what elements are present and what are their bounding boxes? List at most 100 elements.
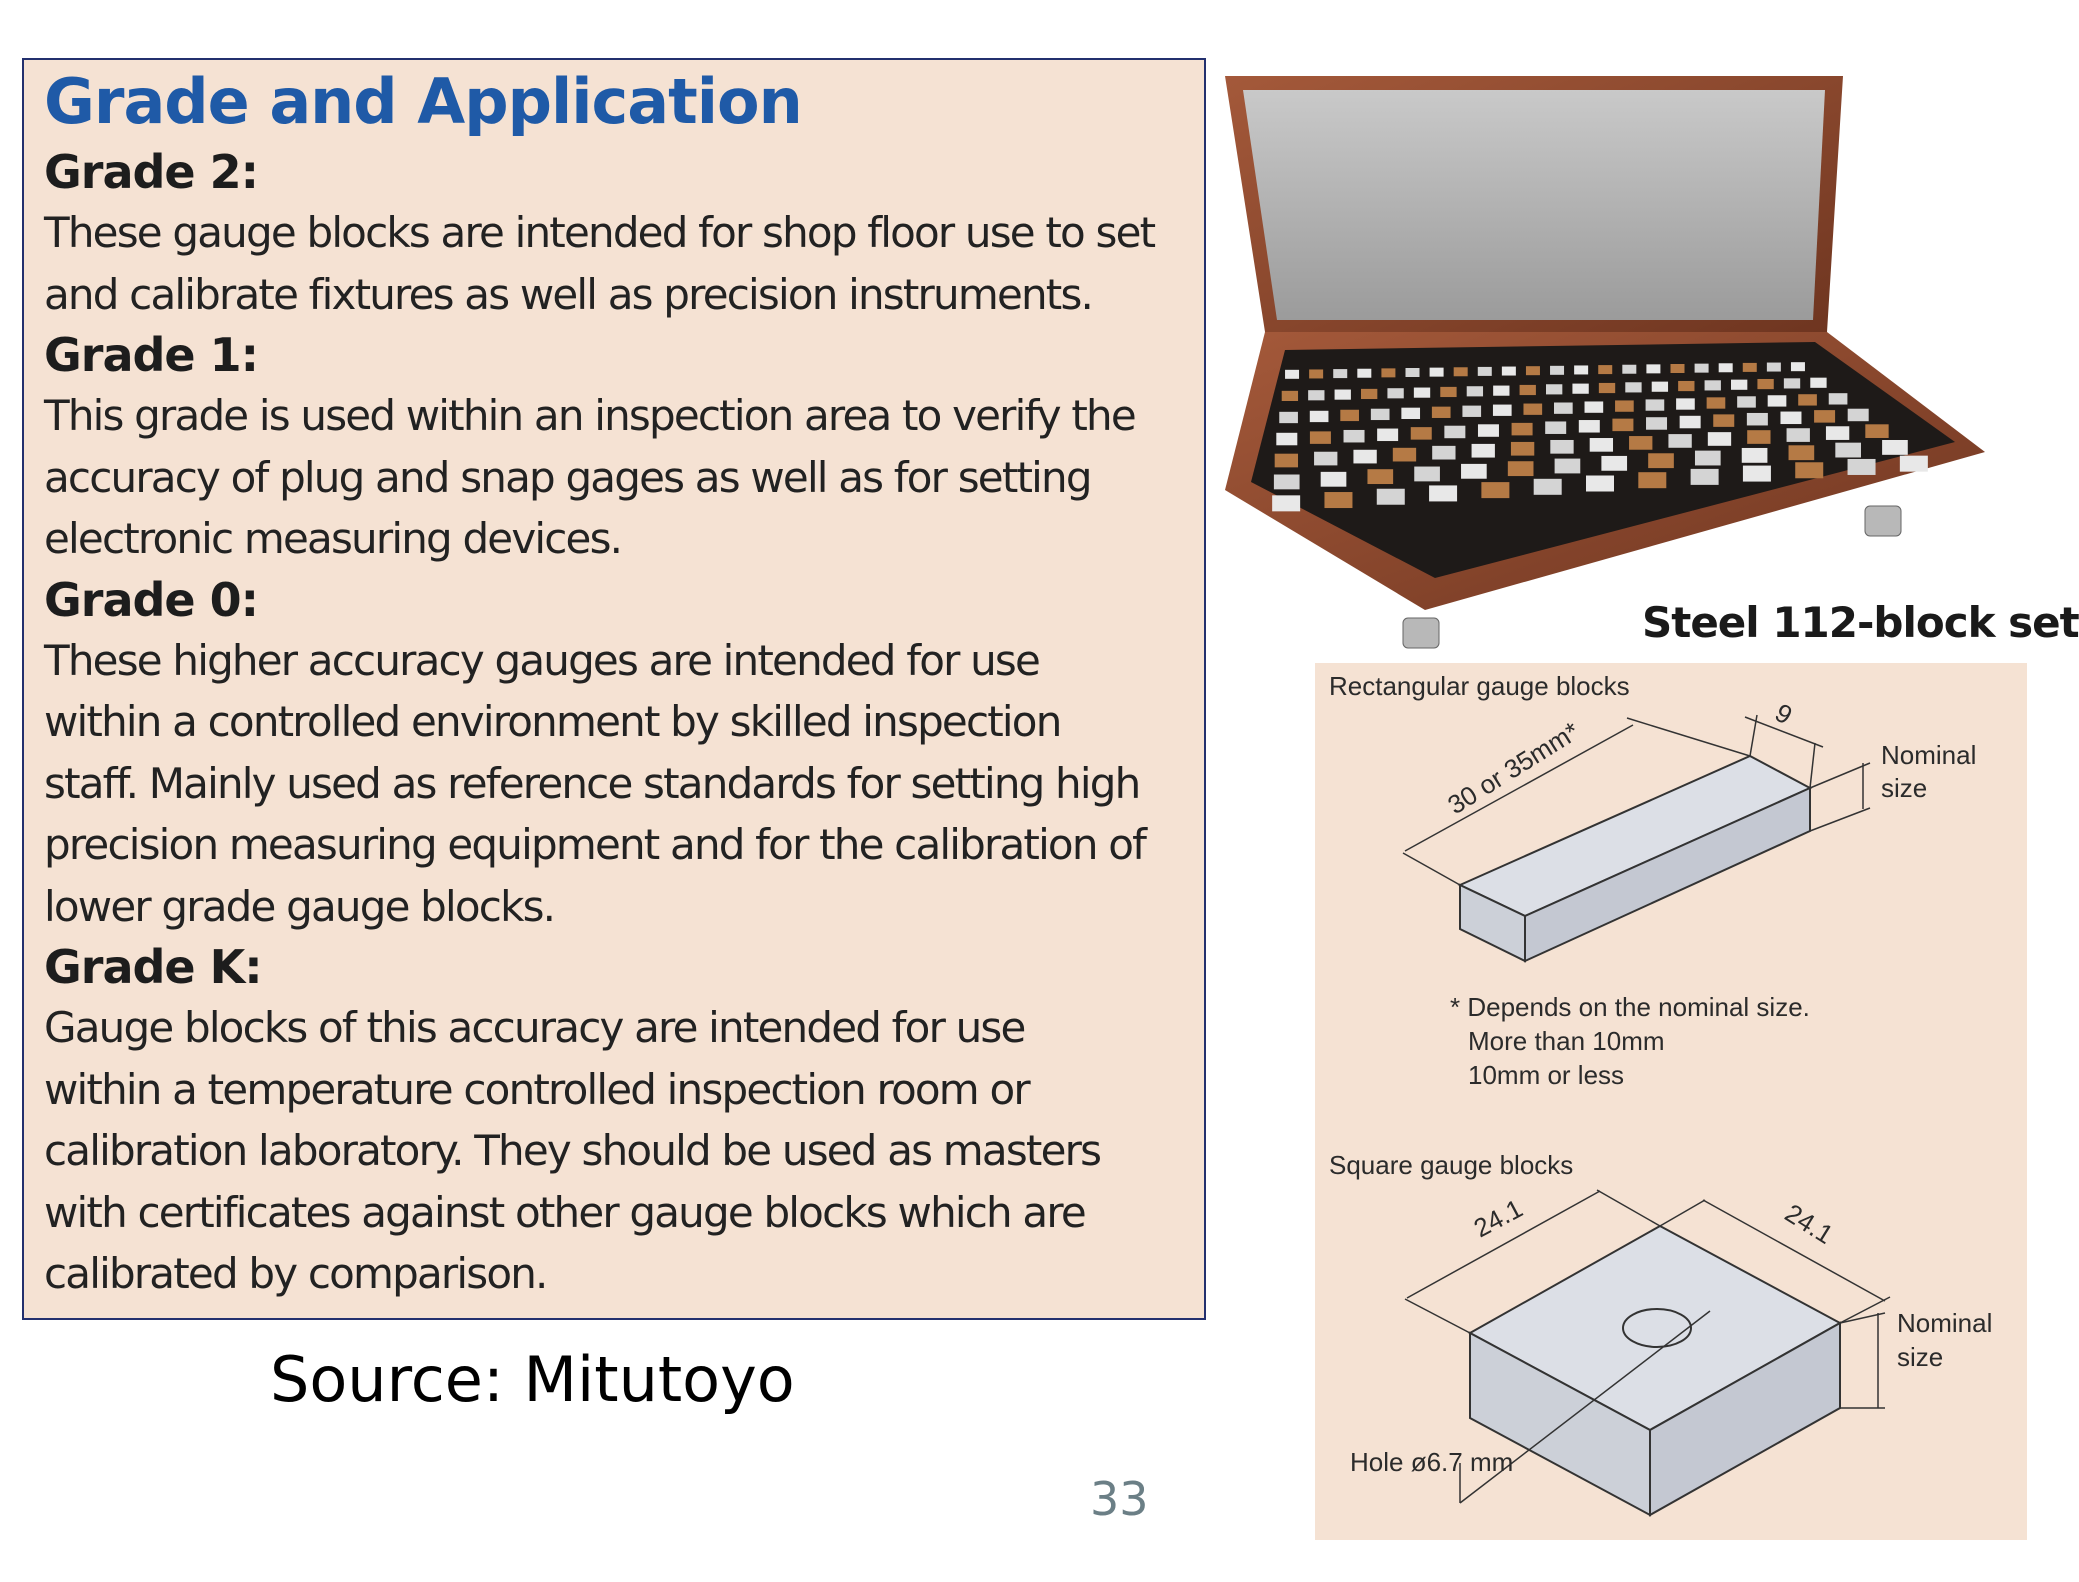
diagram-svg: Rectangular gauge blocks 30 or 35mm* 9 N… (1329, 671, 1992, 1517)
gauge-block (1377, 428, 1399, 442)
gauge-block (1899, 455, 1928, 472)
grade-text-line: lower grade gauge blocks. (44, 881, 556, 931)
grade-2-section: Grade 2: These gauge blocks are intended… (44, 142, 1184, 325)
gauge-block (1828, 393, 1848, 405)
gauge-block (1370, 408, 1390, 421)
gauge-block (1847, 458, 1876, 475)
gauge-block (1461, 463, 1487, 479)
gauge-block (1645, 399, 1665, 411)
gauge-block (1798, 394, 1817, 406)
gauge-block (1410, 427, 1432, 440)
gauge-block (1589, 438, 1614, 452)
grade-text-line: within a temperature controlled inspecti… (44, 1064, 1031, 1114)
gauge-block (1741, 447, 1768, 463)
grade-text-line: This grade is used within an inspection … (44, 391, 1137, 440)
grade-text-line: precision measuring equipment and for th… (44, 820, 1147, 869)
note-line: 10mm or less (1468, 1060, 1624, 1090)
gauge-block (1780, 411, 1802, 425)
gauge-block (1334, 389, 1351, 400)
gauge-block (1279, 411, 1298, 424)
grade-text-line: These gauge blocks are intended for shop… (44, 208, 1156, 257)
gauge-block (1648, 453, 1674, 469)
gauge-block (1477, 366, 1492, 376)
gauge-block-diagrams: Rectangular gauge blocks 30 or 35mm* 9 N… (1315, 663, 2027, 1540)
gauge-block (1678, 380, 1695, 392)
gauge-block (1477, 424, 1499, 437)
lid-felt (1243, 90, 1825, 320)
gauge-block (1501, 366, 1516, 376)
gauge-block (1786, 428, 1810, 442)
gauge-block (1586, 475, 1614, 492)
gauge-block (1835, 442, 1861, 458)
gauge-block (1466, 386, 1484, 397)
hole-label: Hole ø6.7 mm (1350, 1447, 1513, 1477)
gauge-block (1713, 414, 1735, 427)
gauge-block (1646, 364, 1661, 374)
gauge-block (1381, 368, 1396, 378)
square-side-b-label: 24.1 (1780, 1198, 1839, 1250)
gauge-block (1340, 409, 1359, 422)
gauge-block (1432, 445, 1456, 460)
grade-heading: Grade 0: (44, 572, 259, 627)
grade-text-line: Gauge blocks of this accuracy are intend… (44, 1003, 1026, 1052)
gauge-block (1511, 422, 1533, 436)
gauge-block (1865, 424, 1889, 438)
gauge-block (1361, 388, 1378, 400)
grade-text-line: These higher accuracy gauges are intende… (44, 635, 1041, 685)
gauge-block (1574, 365, 1589, 375)
gauge-block (1554, 402, 1573, 414)
gauge-block (1387, 388, 1404, 399)
grade-0-section: Grade 0: These higher accuracy gauges ar… (44, 570, 1184, 938)
grade-text-line: calibrated by comparison. (44, 1249, 548, 1298)
gauge-block (1309, 369, 1324, 379)
gauge-block (1510, 441, 1535, 456)
gauge-block (1401, 407, 1421, 420)
grade-text-line: and calibrate fixtures as well as precis… (44, 269, 1094, 319)
rect-width-label: 9 (1770, 697, 1798, 730)
photo-caption: Steel 112-block set (1642, 598, 2079, 647)
square-block (1467, 1224, 1843, 1517)
note-line: * Depends on the nominal size. (1450, 992, 1810, 1022)
gauge-block (1810, 377, 1827, 388)
gauge-block (1814, 410, 1836, 423)
grade-heading: Grade 2: (44, 145, 259, 199)
gauge-block (1676, 398, 1695, 410)
gauge-block (1546, 384, 1563, 395)
gauge-block (1554, 458, 1581, 474)
grade-application-panel: Grade and Application Grade 2: These gau… (22, 58, 1206, 1320)
grade-text-line: accuracy of plug and snap gages as well … (44, 452, 1093, 502)
gauge-block (1274, 453, 1299, 468)
gauge-block (1694, 363, 1709, 373)
gauge-block (1414, 466, 1440, 482)
gauge-block (1615, 400, 1634, 412)
gauge-block (1742, 362, 1757, 372)
square-title: Square gauge blocks (1329, 1150, 1573, 1180)
gauge-block (1308, 390, 1325, 401)
square-nominal-label: Nominal (1897, 1308, 1992, 1338)
gauge-block (1519, 384, 1536, 396)
gauge-block (1783, 378, 1801, 389)
grade-text-line: within a controlled environment by skill… (44, 697, 1062, 746)
gauge-block (1766, 362, 1781, 372)
gauge-block (1646, 417, 1668, 430)
gauge-block (1629, 436, 1653, 450)
note-line: More than 10mm (1468, 1026, 1665, 1056)
square-dimension-lines (1404, 1189, 1891, 1504)
grade-k-section: Grade K: Gauge blocks of this accuracy a… (44, 937, 1184, 1305)
gauge-block (1367, 469, 1394, 485)
gauge-block (1767, 395, 1787, 407)
gauge-block (1392, 447, 1417, 462)
grade-1-section: Grade 1: This grade is used within an in… (44, 325, 1184, 570)
gauge-block (1578, 420, 1600, 433)
gauge-block (1431, 406, 1451, 418)
grade-heading: Grade 1: (44, 328, 259, 382)
gauge-block (1757, 378, 1774, 390)
gauge-block (1847, 408, 1869, 422)
gauge-block (1376, 488, 1405, 505)
gauge-block (1523, 403, 1543, 415)
rect-title: Rectangular gauge blocks (1329, 671, 1630, 701)
grade-text-line: with certificates against other gauge bl… (44, 1187, 1087, 1237)
gauge-block (1533, 478, 1562, 495)
gauge-block (1285, 369, 1300, 379)
gauge-block (1731, 379, 1748, 390)
